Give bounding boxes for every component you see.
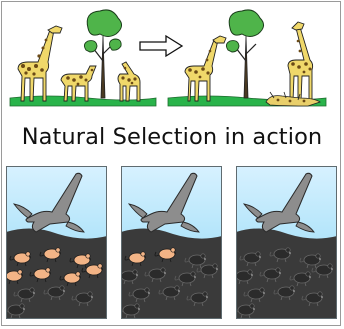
giraffe-icon [60, 65, 97, 102]
light-mouse-icon [124, 251, 146, 267]
selection-panel-2 [121, 166, 222, 319]
panel-border [236, 166, 337, 319]
panel-drawing [236, 166, 337, 319]
dark-mouse-icon [289, 271, 311, 287]
panel-border [121, 166, 222, 319]
panel-border [6, 166, 107, 319]
light-mouse-icon [6, 269, 23, 285]
dark-mouse-icon [243, 287, 265, 303]
dark-mouse-icon [273, 285, 295, 301]
acacia-tree-icon [83, 9, 122, 99]
dark-mouse-icon [259, 267, 281, 283]
hawk-icon [12, 172, 85, 233]
dark-mouse-icon [311, 263, 333, 279]
dark-mouse-icon [6, 303, 25, 319]
dark-mouse-icon [236, 303, 255, 319]
dark-mouse-icon [128, 287, 150, 303]
light-mouse-icon [29, 267, 51, 283]
panel-drawing [6, 166, 107, 319]
left-giraffe-scene [9, 9, 157, 107]
dark-mouse-icon [158, 285, 180, 301]
dark-mouse-icon [144, 267, 166, 283]
dark-mouse-icon [269, 247, 291, 263]
light-mouse-icon [59, 271, 81, 287]
dark-mouse-icon [299, 253, 321, 269]
panel-drawing [121, 166, 222, 319]
right-arrow-icon [139, 34, 184, 58]
dark-mouse-icon [196, 263, 218, 279]
hawk-icon [242, 172, 315, 233]
diagram-title: Natural Selection in action [21, 124, 323, 150]
dark-mouse-icon [174, 271, 196, 287]
selection-panel-1 [6, 166, 107, 319]
light-mouse-icon [81, 263, 103, 279]
light-mouse-icon [69, 253, 91, 269]
light-mouse-icon [9, 251, 31, 267]
light-mouse-icon [39, 247, 61, 263]
dark-mouse-icon [301, 291, 323, 307]
dark-mouse-icon [184, 253, 206, 269]
dark-mouse-icon [71, 291, 93, 307]
giraffe-evolution-scene [9, 9, 327, 107]
acacia-tree-icon [225, 9, 264, 99]
giraffe-icon [17, 25, 63, 102]
left-grass-strip [9, 95, 157, 107]
dark-mouse-icon [239, 251, 261, 267]
giraffe-icon [287, 21, 314, 102]
hawk-icon [127, 172, 200, 233]
dark-mouse-icon [236, 269, 253, 285]
giraffe-icon [184, 35, 227, 102]
dark-mouse-icon [43, 285, 65, 301]
right-giraffe-scene [167, 9, 327, 107]
selection-panel-3 [236, 166, 337, 319]
fallen-giraffe-icon [265, 91, 321, 107]
dark-mouse-icon [121, 303, 140, 319]
dark-mouse-icon [13, 287, 35, 303]
dark-mouse-icon [186, 291, 208, 307]
giraffe-icon [117, 61, 141, 102]
dark-mouse-icon [121, 269, 138, 285]
light-mouse-icon [154, 247, 176, 263]
